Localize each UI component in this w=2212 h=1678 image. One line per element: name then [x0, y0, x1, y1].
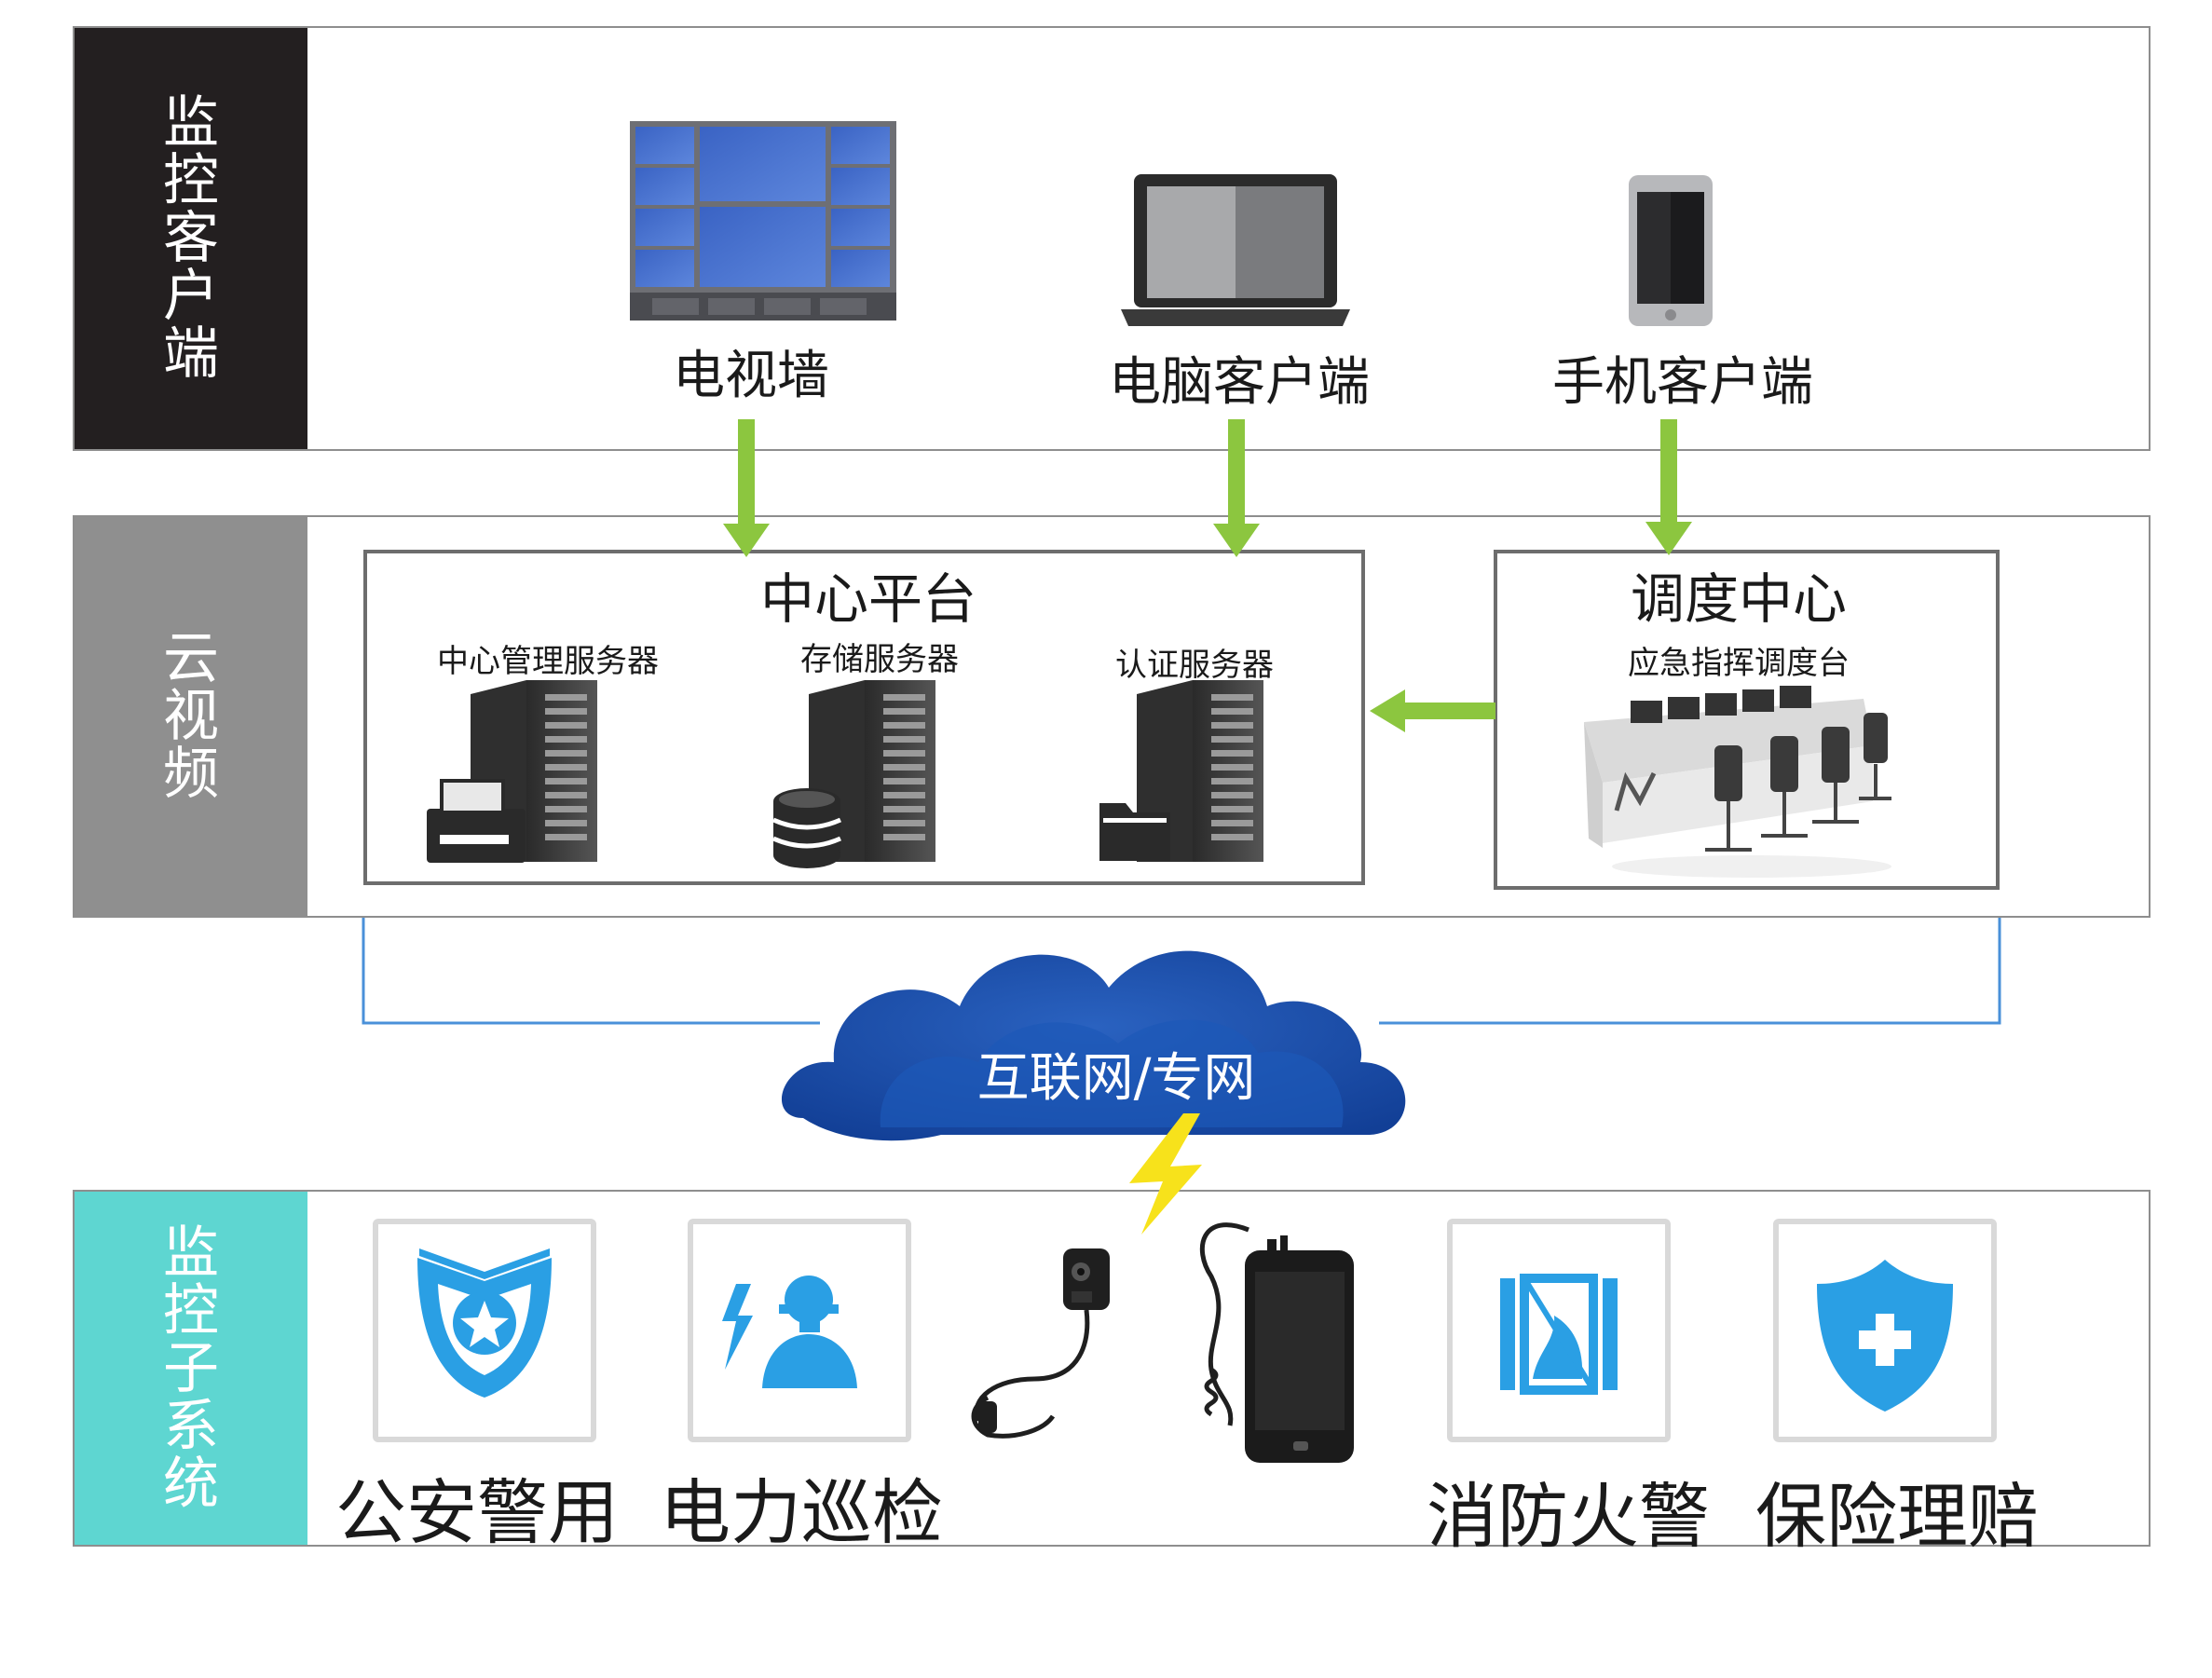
client-label-phone: 手机客户端	[1552, 352, 1813, 413]
cloud-band-title: 云视频	[163, 626, 219, 807]
client-label-video-wall: 电视墙	[673, 346, 829, 406]
subsystem-label-fire: 消防火警	[1427, 1475, 1710, 1558]
dispatch-center-title: 调度中心	[1630, 567, 1848, 631]
server-label-auth: 认证服务器	[1115, 647, 1274, 684]
center-platform-title: 中心平台	[759, 567, 977, 631]
subsystem-band: 监控子系统	[73, 1190, 2151, 1547]
arrow-laptop-to-platform	[1213, 419, 1260, 557]
client-band-title: 监控客户端	[163, 90, 219, 387]
dispatch-center-subtitle: 应急指挥调度台	[1628, 645, 1850, 682]
police-shield-icon	[417, 1248, 552, 1398]
insurance-shield-icon	[1817, 1260, 1953, 1412]
subsystem-band-title: 监控子系统	[163, 1220, 219, 1517]
arrow-walls-to-platform	[723, 419, 770, 557]
subsystem-tile-insurance[interactable]	[1773, 1219, 1997, 1442]
client-band-label: 监控客户端	[75, 28, 307, 449]
server-label-storage: 存储服务器	[800, 641, 959, 678]
subsystem-tile-fire[interactable]	[1447, 1219, 1671, 1442]
smartphone-icon	[1629, 175, 1713, 326]
network-label: 互联网/专网	[976, 1048, 1256, 1109]
arrow-phone-to-dispatch	[1645, 419, 1692, 555]
lightning-bolt-icon	[1129, 1113, 1202, 1235]
network-link-line	[362, 918, 2001, 1025]
laptop-icon	[1121, 174, 1350, 326]
server-database-icon	[771, 680, 935, 868]
power-worker-icon	[722, 1276, 857, 1388]
cloud-icon	[781, 950, 1406, 1141]
command-console-icon	[1584, 686, 1891, 878]
arrow-dispatch-to-platform	[1370, 689, 1495, 732]
subsystem-label-insurance: 保险理赔	[1755, 1475, 2039, 1558]
server-label-management: 中心管理服务器	[437, 643, 659, 680]
subsystem-label-police: 公安警用	[335, 1471, 619, 1554]
subsystem-label-power: 电力巡检	[660, 1471, 943, 1554]
cloud-band-label: 云视频	[75, 517, 307, 916]
subsystem-tile-power[interactable]	[688, 1219, 911, 1442]
subsystem-band-label: 监控子系统	[75, 1192, 307, 1545]
body-camera-phone-icon	[971, 1222, 1354, 1463]
server-folder-icon	[1099, 680, 1263, 862]
client-band: 监控客户端	[73, 26, 2151, 451]
subsystem-tile-police[interactable]	[373, 1219, 596, 1442]
video-wall-icon	[630, 121, 896, 321]
client-label-laptop: 电脑客户端	[1109, 352, 1370, 413]
fire-alarm-icon	[1500, 1274, 1618, 1395]
server-printer-icon	[427, 680, 597, 863]
